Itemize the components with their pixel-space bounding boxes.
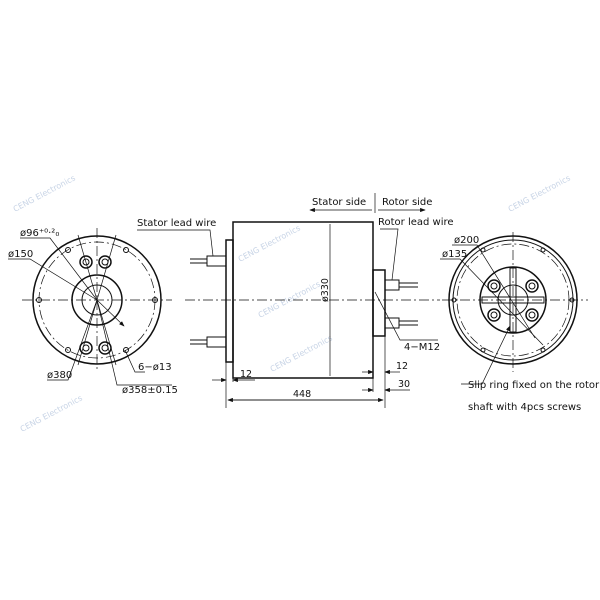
rotor-end-view: ø200 ø135 Slip ring fixed on the rotor s… [440, 232, 600, 413]
rotor-plate-dim: 12 [396, 361, 408, 372]
svg-text:CENG Electronics: CENG Electronics [269, 333, 334, 373]
stator-lead-label: Stator lead wire [137, 218, 216, 229]
thread-dim: 4−M12 [404, 342, 440, 353]
outer-dia-dim: ø380 [47, 370, 72, 381]
svg-text:CENG Electronics: CENG Electronics [237, 223, 302, 263]
body-dia-dim: ø330 [320, 278, 331, 302]
note-line2: shaft with 4pcs screws [468, 402, 581, 413]
svg-text:CENG Electronics: CENG Electronics [19, 393, 84, 433]
stator-lead-wires [190, 255, 227, 348]
side-view: Stator lead wire Stator side Rotor side … [137, 193, 454, 408]
stator-side-label: Stator side [312, 197, 366, 208]
pcd-dim: ø358±0.15 [122, 385, 178, 396]
note-line1: Slip ring fixed on the rotor [468, 380, 600, 391]
svg-text:CENG Electronics: CENG Electronics [12, 173, 77, 213]
rotor-lead-label: Rotor lead wire [378, 217, 454, 228]
holes-dim: 6−ø13 [138, 362, 172, 373]
flange-thk-dim: 12 [240, 369, 252, 380]
rotor-ext-dim: 30 [398, 379, 410, 390]
svg-text:CENG Electronics: CENG Electronics [257, 279, 322, 319]
inner-dia-dim: ø150 [8, 249, 33, 260]
length-dim: 448 [293, 389, 311, 400]
rotor-screws [487, 279, 539, 322]
rotor-side-label: Rotor side [382, 197, 432, 208]
rotor-outer-dia-dim: ø200 [454, 235, 479, 246]
svg-text:CENG Electronics: CENG Electronics [507, 173, 572, 213]
rotor-inner-dia-dim: ø135 [442, 249, 467, 260]
rotor-lead-wires [384, 279, 418, 329]
stator-end-view: ø96⁺⁰·²₀ ø150 ø380 6−ø13 ø358±0.15 [8, 228, 178, 396]
bore-dim: ø96⁺⁰·²₀ [20, 228, 59, 239]
